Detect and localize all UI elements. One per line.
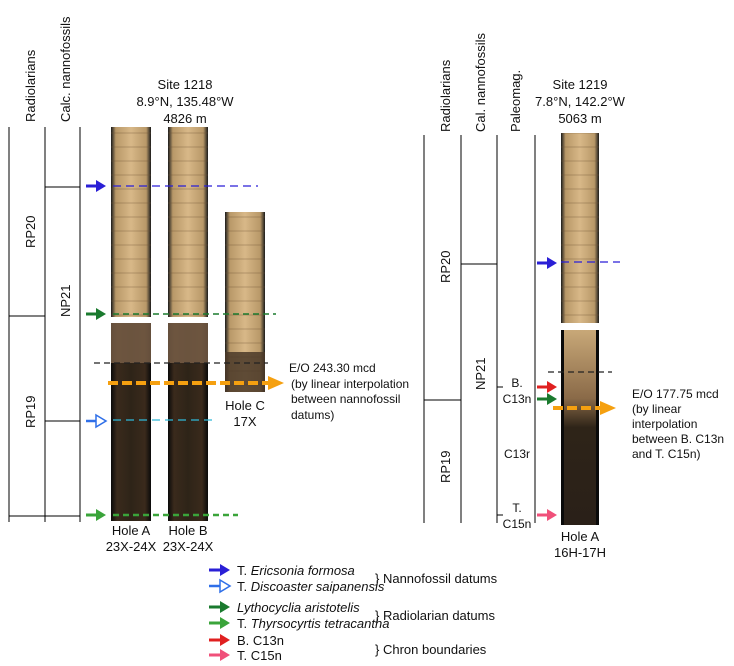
s1218-depth: 4826 m	[163, 111, 206, 126]
s1218-radiolarians-header: Radiolarians	[23, 49, 38, 122]
s1218-zone-np21: NP21	[58, 284, 73, 317]
s1219-eo-arrowhead	[600, 401, 616, 415]
s1218-nannofossils-header: Calc. nannofossils	[58, 16, 73, 122]
s1219-eo-note-4: and T. C15n)	[632, 447, 701, 461]
s1218-hole-b-core	[168, 127, 208, 521]
s1218-eo-label: E/O 243.30 mcd	[289, 361, 376, 375]
s1218-hole-c-label: Hole C	[225, 398, 265, 413]
legend-discoaster-name: Discoaster saipanensis	[251, 579, 385, 594]
s1218-hole-a-label: Hole A	[112, 523, 151, 538]
svg-text:T. Discoaster saipanensis: T. Discoaster saipanensis	[237, 579, 385, 594]
s1218-hole-b-cores: 23X-24X	[163, 539, 214, 554]
legend-thyrsocyrtis-prefix: T.	[237, 616, 251, 631]
s1219-radiolarians-header: Radiolarians	[438, 59, 453, 132]
s1218-lythocyclia-arrow	[86, 308, 106, 320]
site-1218-panel: Radiolarians Calc. nannofossils Site 121…	[8, 16, 409, 554]
legend-thyrsocyrtis: T. Thyrsocyrtis tetracantha	[209, 616, 389, 631]
legend-discoaster-prefix: T.	[237, 579, 251, 594]
s1218-zone-rp20: RP20	[23, 215, 38, 248]
s1218-discoaster-arrow	[86, 413, 108, 429]
s1219-chron-b: B.	[511, 376, 522, 390]
legend-b-c13n-label: B. C13n	[237, 633, 284, 648]
s1219-chron-c13r: C13r	[504, 447, 530, 461]
legend-nannofossil-group: } Nannofossil datums	[375, 571, 498, 586]
s1219-chron-c13n: C13n	[503, 392, 532, 406]
s1218-eo-arrowhead	[268, 376, 284, 390]
s1218-zone-rp19: RP19	[23, 395, 38, 428]
svg-text:T. Thyrsocyrtis tetracantha: T. Thyrsocyrtis tetracantha	[237, 616, 389, 631]
legend-t-c15n: T. C15n	[209, 648, 282, 663]
legend-ericsonia: T. Ericsonia formosa	[209, 563, 355, 578]
site-1219-panel: Radiolarians Cal. nannofossils Paleomag.…	[423, 33, 724, 560]
legend-discoaster: T. Discoaster saipanensis	[209, 578, 385, 594]
legend-lythocyclia: Lythocyclia aristotelis	[209, 600, 360, 615]
svg-text:T. Ericsonia formosa: T. Ericsonia formosa	[237, 563, 355, 578]
s1219-ericsonia-arrow	[537, 257, 557, 269]
s1219-title: Site 1219	[553, 77, 608, 92]
s1218-hole-a-core	[111, 127, 151, 521]
s1218-title: Site 1218	[158, 77, 213, 92]
s1219-eo-note-3: between B. C13n	[632, 432, 724, 446]
s1219-eo-note-2: interpolation	[632, 417, 697, 431]
s1219-chron-t: T.	[512, 501, 521, 515]
s1219-t-c15n-arrow	[537, 509, 557, 521]
s1219-chron-c15n: C15n	[503, 517, 532, 531]
s1218-ericsonia-arrow	[86, 180, 106, 192]
s1219-zone-rp19: RP19	[438, 450, 453, 483]
legend-radiolarian-group: } Radiolarian datums	[375, 608, 495, 623]
legend-chron-group: } Chron boundaries	[375, 642, 487, 657]
s1218-hole-c-cores: 17X	[233, 414, 256, 429]
s1219-eo-label: E/O 177.75 mcd	[632, 387, 719, 401]
s1218-hole-c-core	[225, 212, 265, 392]
legend-lythocyclia-name: Lythocyclia aristotelis	[237, 600, 360, 615]
s1219-hole-a-cores: 16H-17H	[554, 545, 606, 560]
legend: T. Ericsonia formosa T. Discoaster saipa…	[209, 563, 498, 663]
s1218-hole-a-cores: 23X-24X	[106, 539, 157, 554]
s1218-hole-b-label: Hole B	[168, 523, 207, 538]
s1219-zone-np21: NP21	[473, 357, 488, 390]
s1218-eo-note-1: (by linear interpolation	[291, 377, 409, 391]
s1219-lythocyclia-arrow	[537, 393, 557, 405]
s1219-depth: 5063 m	[558, 111, 601, 126]
s1219-b-c13n-arrow	[537, 381, 557, 393]
s1218-eo-note-3: datums)	[291, 408, 334, 422]
legend-ericsonia-name: Ericsonia formosa	[251, 563, 355, 578]
s1218-coords: 8.9°N, 135.48°W	[136, 94, 234, 109]
s1219-hole-a-core	[561, 133, 599, 525]
legend-t-c15n-label: T. C15n	[237, 648, 282, 663]
s1219-paleomag-header: Paleomag.	[508, 70, 523, 132]
legend-b-c13n: B. C13n	[209, 633, 284, 648]
s1219-zone-rp20: RP20	[438, 250, 453, 283]
s1219-hole-a-label: Hole A	[561, 529, 600, 544]
legend-thyrsocyrtis-name: Thyrsocyrtis tetracantha	[251, 616, 390, 631]
s1219-eo-note-1: (by linear	[632, 402, 681, 416]
legend-ericsonia-prefix: T.	[237, 563, 251, 578]
s1218-eo-note-2: between nannofossil	[291, 392, 400, 406]
s1218-thyrsocyrtis-arrow	[86, 509, 106, 521]
s1219-nannofossils-header: Cal. nannofossils	[473, 33, 488, 132]
s1219-coords: 7.8°N, 142.2°W	[535, 94, 626, 109]
